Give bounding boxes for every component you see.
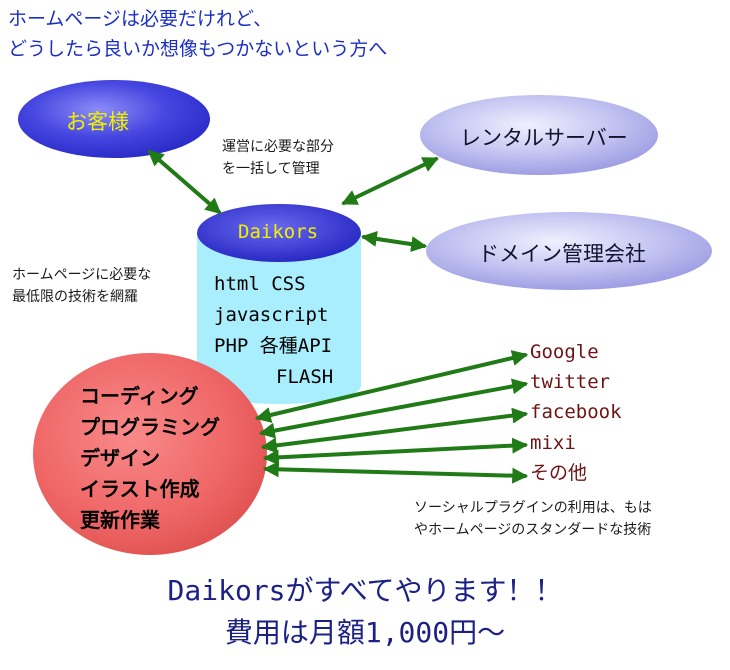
customer-node: [18, 80, 210, 158]
social-note-line-1: ソーシャルプラグインの利用は、もは: [414, 500, 652, 516]
daikors-cylinder-top: [197, 204, 361, 262]
social-facebook: facebook: [530, 401, 622, 423]
technology-note-line-1: ホームページに必要な: [12, 267, 152, 283]
mixi-arrow: [262, 437, 529, 466]
intro-line-1: ホームページは必要だけれど、: [8, 8, 273, 30]
social-note-line-2: やホームページのスタンダードな技術: [414, 522, 652, 538]
facebook-arrow: [260, 407, 529, 454]
operation-note-line-2: を一括して管理: [222, 161, 320, 177]
service-item-programming: プログラミング: [80, 415, 220, 439]
service-item-updates: 更新作業: [80, 508, 160, 532]
tech-item-php-api: PHP 各種API: [214, 335, 333, 357]
domain-company-label: ドメイン管理会社: [478, 242, 646, 266]
social-other: その他: [530, 462, 588, 484]
daikors-label: Daikors: [238, 221, 319, 243]
services-circle: [33, 353, 267, 555]
closing-line-1: Daikorsがすべてやります！！: [167, 574, 563, 607]
technology-note-line-2: 最低限の技術を網羅: [12, 289, 138, 305]
tech-item-javascript: javascript: [214, 304, 329, 326]
social-mixi: mixi: [530, 432, 576, 454]
domain-company-node: [426, 212, 712, 290]
social-google: Google: [530, 341, 599, 363]
intro-line-2: どうしたら良いか想像もつかないという方へ: [8, 38, 388, 60]
rental-server-label: レンタルサーバー: [460, 126, 628, 150]
service-item-coding: コーディング: [80, 384, 199, 408]
customer-label: お客様: [66, 110, 129, 134]
operation-note-line-1: 運営に必要な部分: [222, 139, 334, 155]
domain-company-arrow: [360, 230, 428, 253]
tech-item-html-css: html CSS: [214, 273, 306, 295]
customer-daikors-arrow: [147, 149, 222, 215]
tech-item-flash: FLASH: [276, 366, 334, 388]
closing-line-2: 費用は月額1,000円～: [224, 616, 506, 649]
other-arrow: [262, 461, 529, 484]
service-item-design: デザイン: [80, 446, 160, 470]
social-twitter: twitter: [530, 371, 611, 393]
service-item-illustration: イラスト作成: [80, 477, 200, 501]
rental-server-arrow: [341, 157, 439, 205]
rental-server-node: [420, 95, 658, 175]
